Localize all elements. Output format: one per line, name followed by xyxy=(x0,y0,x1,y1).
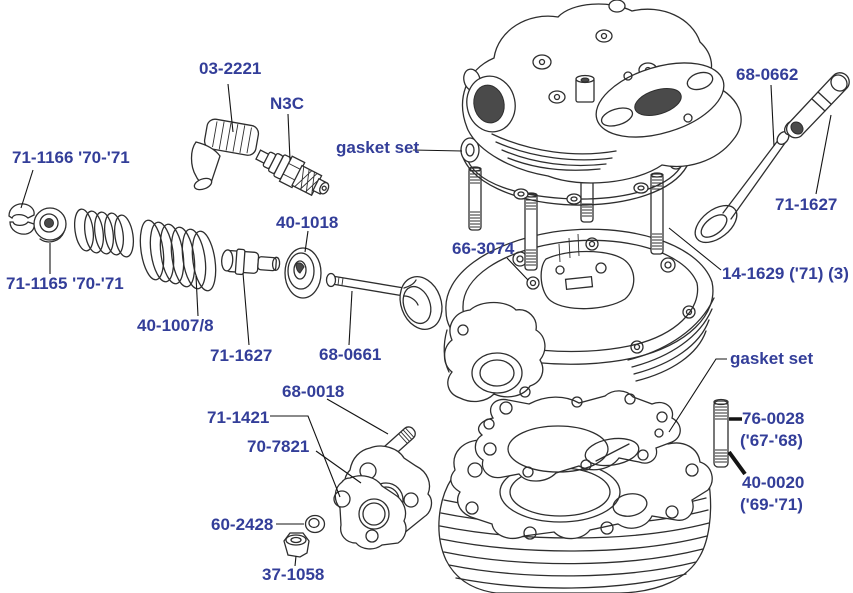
label-gasket-set-head: gasket set xyxy=(336,138,420,157)
label-71-1627-inlet-guide: 71-1627 xyxy=(210,346,273,365)
label-76-0028-years: ('67-'68) xyxy=(740,431,803,450)
label-40-1018-spring-washer: 40-1018 xyxy=(276,213,339,232)
inlet-valve-guide-drawing xyxy=(221,248,281,276)
nut-drawing xyxy=(283,532,310,558)
label-71-1165-spring-cup: 71-1165 '70-'71 xyxy=(6,274,124,293)
label-60-2428-washer: 60-2428 xyxy=(211,515,274,534)
exhaust-valve-guide-drawing xyxy=(785,72,850,139)
label-n3c-spark-plug: N3C xyxy=(270,94,305,113)
label-71-1166-collets: 71-1166 '70-'71 xyxy=(12,148,130,167)
spark-plug-drawing xyxy=(255,149,330,197)
spring-washer-drawing xyxy=(284,247,322,299)
washer-drawing xyxy=(304,514,326,534)
spring-cup-drawing xyxy=(33,207,67,243)
label-40-0020-years: ('69-'71) xyxy=(740,495,803,514)
cylinder-base-stud-drawing xyxy=(713,398,729,468)
label-68-0662-exhaust-valve: 68-0662 xyxy=(736,65,799,84)
inner-valve-spring-drawing xyxy=(73,208,135,258)
label-71-1421-gasket: 71-1421 xyxy=(207,408,270,427)
inlet-valve-drawing xyxy=(325,272,443,330)
label-37-1058-nut: 37-1058 xyxy=(262,565,325,584)
label-68-0018-stud: 68-0018 xyxy=(282,382,345,401)
label-40-0020-stud: 40-0020 xyxy=(742,473,805,492)
valve-collets-drawing xyxy=(8,203,35,235)
label-71-1627-exhaust-guide: 71-1627 xyxy=(775,195,838,214)
spark-plug-cap-drawing xyxy=(190,118,260,191)
outer-valve-spring-drawing xyxy=(139,219,217,292)
cylinder-head-drawing xyxy=(443,228,715,403)
leader-lines xyxy=(20,83,832,567)
label-76-0028-stud: 76-0028 xyxy=(742,409,805,428)
label-gasket-set-base: gasket set xyxy=(730,349,814,368)
label-68-0661-inlet-valve: 68-0661 xyxy=(319,345,382,364)
label-66-3074: 66-3074 xyxy=(452,239,515,258)
label-14-1629-studs: 14-1629 ('71) (3) xyxy=(722,264,849,283)
label-70-7821-gasket: 70-7821 xyxy=(247,437,310,456)
label-40-1007-8-springs: 40-1007/8 xyxy=(137,316,214,335)
label-03-2221-plug-cap: 03-2221 xyxy=(199,59,262,78)
head-gasket-drawing xyxy=(474,390,681,482)
exhaust-gasket-front-drawing xyxy=(333,475,407,550)
rocker-box-drawing xyxy=(461,0,742,184)
